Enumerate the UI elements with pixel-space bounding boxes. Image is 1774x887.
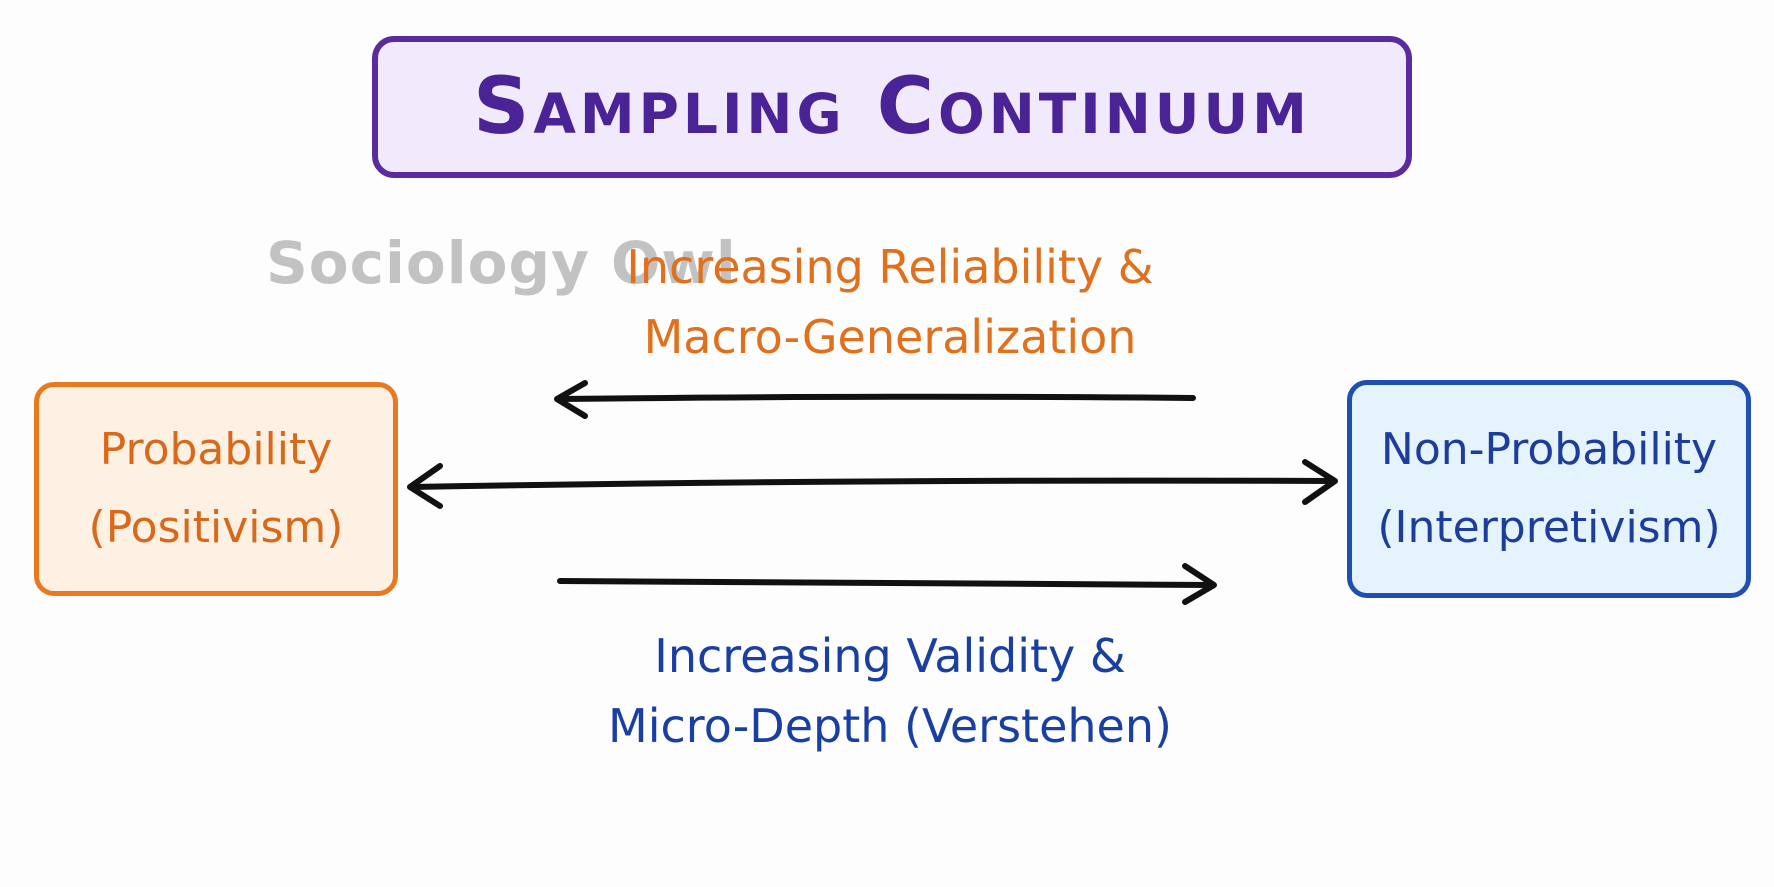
validity-label: Increasing Validity & Micro-Depth (Verst… (560, 621, 1220, 761)
watermark: Sociology Owl (266, 229, 737, 297)
probability-box: Probability (Positivism) (34, 382, 398, 596)
arrow-double (407, 459, 1338, 509)
diagram-title: Sampling Continuum (473, 62, 1311, 152)
arrow-right (557, 563, 1217, 605)
probability-label: Probability (99, 424, 333, 475)
non-probability-box: Non-Probability (Interpretivism) (1347, 380, 1751, 598)
non-probability-label: Non-Probability (1380, 424, 1718, 475)
title-box: Sampling Continuum (372, 36, 1412, 178)
validity-label-line2: Micro-Depth (Verstehen) (608, 699, 1172, 753)
reliability-label: Increasing Reliability & Macro-Generaliz… (560, 232, 1220, 372)
validity-label-line1: Increasing Validity & (654, 629, 1126, 683)
arrow-left (554, 380, 1196, 419)
positivism-label: (Positivism) (88, 502, 344, 553)
reliability-label-line2: Macro-Generalization (643, 310, 1137, 364)
interpretivism-label: (Interpretivism) (1377, 502, 1721, 553)
reliability-label-line1: Increasing Reliability & (626, 240, 1154, 294)
